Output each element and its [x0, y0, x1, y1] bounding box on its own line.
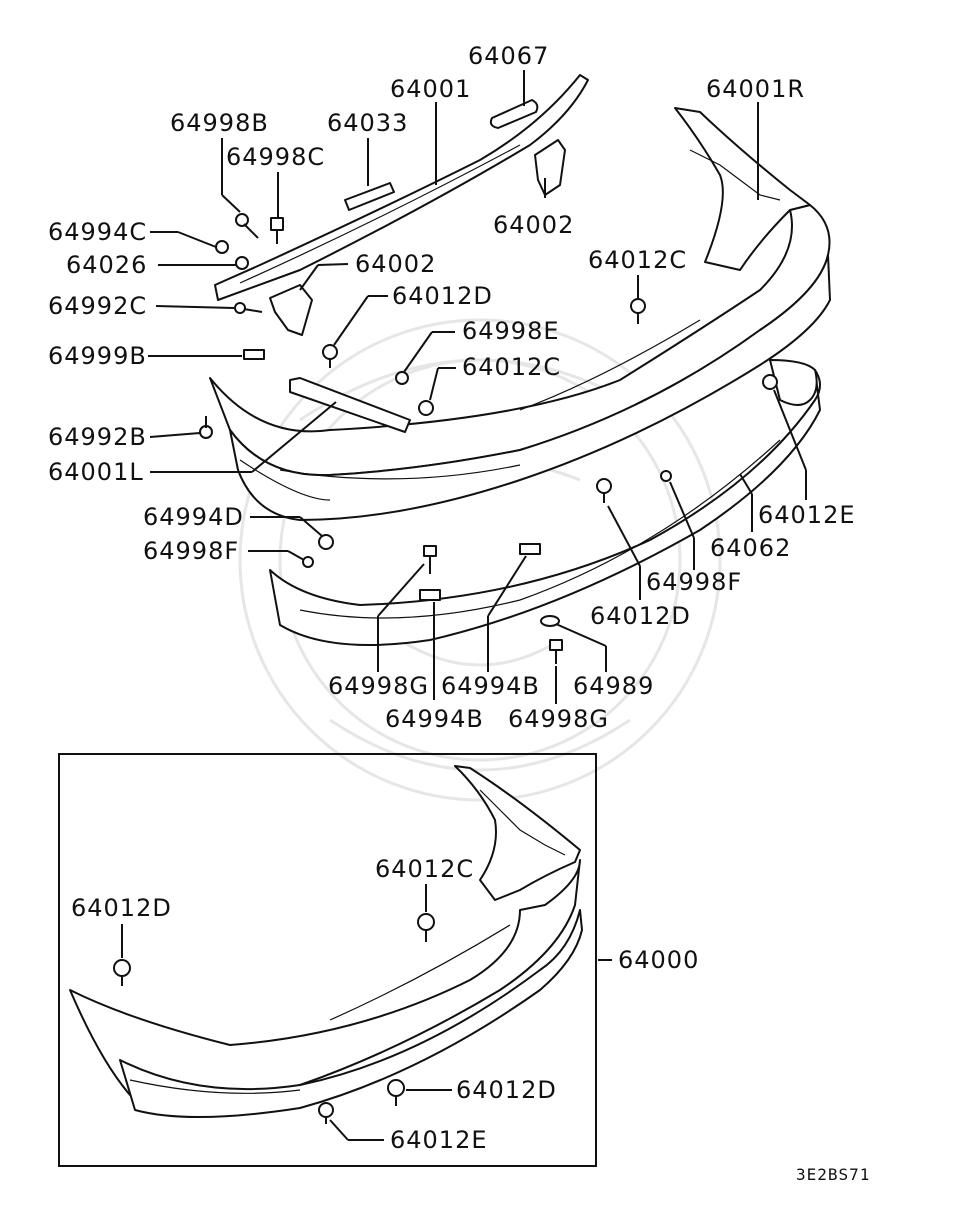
- label-64994B-lower: 64994B: [385, 705, 484, 733]
- label-64994B-right: 64994B: [441, 672, 540, 700]
- label-64001: 64001: [390, 75, 471, 103]
- label-64998F-left: 64998F: [143, 537, 239, 565]
- fastener-glyphs: [199, 213, 778, 664]
- label-64012D-top: 64012D: [392, 282, 493, 310]
- clip-icon: [235, 213, 259, 239]
- grommet-icon: [418, 400, 434, 416]
- label-64002-upper: 64002: [493, 211, 574, 239]
- label-64012C-inset: 64012C: [375, 855, 474, 883]
- label-64012C-mid: 64012C: [462, 353, 561, 381]
- clip-icon: [596, 478, 612, 503]
- part-labels: 64067 64001 64001R 64998B 64033 64998C 6…: [48, 42, 870, 1184]
- label-64067: 64067: [468, 42, 549, 70]
- label-64994D: 64994D: [143, 503, 244, 531]
- clip-icon: [540, 615, 560, 627]
- label-64992C: 64992C: [48, 292, 147, 320]
- label-64998G-left: 64998G: [328, 672, 429, 700]
- leader-lines: [148, 70, 807, 704]
- grommet-icon: [318, 534, 334, 550]
- clip-icon: [243, 349, 265, 360]
- label-64012E-upper: 64012E: [758, 501, 856, 529]
- assembly-inset-frame: [58, 753, 597, 1167]
- bumper-assembly-inset: [69, 765, 583, 1124]
- clip-icon: [762, 374, 778, 390]
- bolt-icon: [270, 217, 284, 244]
- label-64012D-inset-right: 64012D: [456, 1076, 557, 1104]
- label-64992B: 64992B: [48, 423, 147, 451]
- clip-icon: [322, 344, 338, 368]
- label-64002-lower: 64002: [355, 250, 436, 278]
- label-64998B: 64998B: [170, 109, 269, 137]
- clip-icon: [387, 1079, 405, 1106]
- clip-icon: [417, 913, 435, 942]
- screw-icon: [199, 416, 213, 439]
- label-64000: 64000: [618, 946, 699, 974]
- label-64998E: 64998E: [462, 317, 560, 345]
- valance-lower: [269, 359, 821, 646]
- clip-icon: [113, 959, 131, 986]
- label-64026: 64026: [66, 251, 147, 279]
- label-64012D-inset-left: 64012D: [71, 894, 172, 922]
- grommet-icon: [395, 371, 409, 385]
- bolt-icon: [549, 639, 563, 664]
- screw-icon: [302, 556, 314, 568]
- nut-icon: [419, 589, 441, 601]
- label-64998C: 64998C: [226, 143, 325, 171]
- label-64001R: 64001R: [706, 75, 805, 103]
- inset-leader-lines: [121, 884, 612, 1141]
- watermark-emblem: [238, 318, 722, 802]
- washer-icon: [235, 256, 249, 270]
- clip-icon: [660, 470, 672, 482]
- screw-icon: [234, 302, 263, 314]
- bolt-icon: [423, 545, 437, 574]
- diagram-code: 3E2BS71: [796, 1165, 870, 1184]
- label-64033: 64033: [327, 109, 408, 137]
- label-64012C-top: 64012C: [588, 246, 687, 274]
- label-64001L: 64001L: [48, 458, 144, 486]
- clip-icon: [630, 298, 646, 324]
- label-64994C: 64994C: [48, 218, 147, 246]
- clip-icon: [318, 1102, 334, 1124]
- label-64062: 64062: [710, 534, 791, 562]
- label-64012E-inset: 64012E: [390, 1126, 488, 1154]
- label-64989: 64989: [573, 672, 654, 700]
- label-64998G-right: 64998G: [508, 705, 609, 733]
- nut-icon: [215, 240, 229, 254]
- nut-icon: [519, 543, 541, 555]
- bumper-cover-upper: [209, 74, 831, 521]
- label-64998F-right: 64998F: [646, 568, 742, 596]
- label-64999B: 64999B: [48, 342, 147, 370]
- label-64012D-mid: 64012D: [590, 602, 691, 630]
